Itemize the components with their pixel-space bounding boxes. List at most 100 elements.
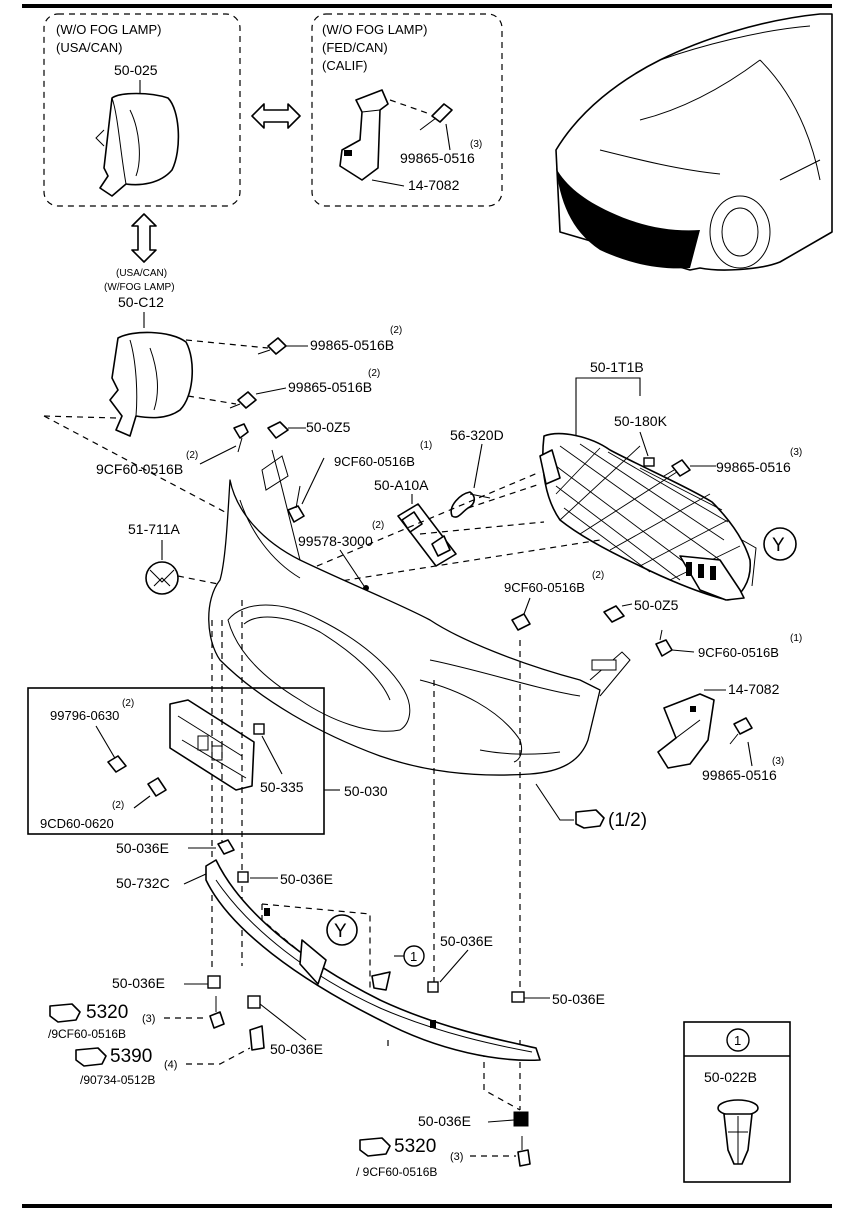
variant-box-fed-can-calif: (W/O FOG LAMP) (FED/CAN) (CALIF) (3) 998… <box>311 13 503 207</box>
clip-50-0z5-right <box>603 605 625 623</box>
bolt-99865-0516b-b <box>229 391 257 409</box>
variant-condition-1: (W/O FOG LAMP) <box>56 22 161 37</box>
part-label-56-320d: 56-320D <box>450 427 504 443</box>
part-label-9cf60-0516b-far: 9CF60-0516B <box>698 645 779 660</box>
fog-variant-condition-1: (USA/CAN) <box>116 268 167 279</box>
qty-label: (2) <box>368 368 380 379</box>
bottom-border <box>22 1204 832 1208</box>
interchange-arrow-horizontal <box>251 103 301 129</box>
part-label-50-036e-a: 50-036E <box>116 840 169 856</box>
nut-50-036e-f <box>247 995 261 1009</box>
variant-box-usa-can: (W/O FOG LAMP) (USA/CAN) 50-025 <box>43 13 241 207</box>
qty-label: (1) <box>420 440 432 451</box>
ref-5390-part: /90734-0512B <box>80 1073 155 1087</box>
part-label-50-036e-g: 50-036E <box>418 1113 471 1129</box>
part-label-99796-0630: 99796-0630 <box>50 708 119 723</box>
nut-50-036e-c <box>427 981 439 993</box>
bolt-9cd60-0620 <box>147 777 167 797</box>
bolt-99796-0630 <box>107 755 127 773</box>
part-label-9cf60-0516b-left: 9CF60-0516B <box>96 461 183 477</box>
nut-50-036e-a <box>217 839 235 855</box>
part-label-14-7082-right: 14-7082 <box>728 681 780 697</box>
bolt-99865-0516b-a <box>257 337 287 355</box>
y-marker-label-lower: Y <box>334 921 347 942</box>
part-label-99865-0516b-b: 99865-0516B <box>288 379 372 395</box>
ref-5320-a: 5320 <box>86 1002 128 1023</box>
fog-cover-blank-part <box>95 92 180 197</box>
part-label-50-0z5-top: 50-0Z5 <box>306 419 351 435</box>
page-reference: (1/2) <box>608 810 647 831</box>
part-label-50-036e-f: 50-036E <box>270 1041 323 1057</box>
part-label-50-732c: 50-732C <box>116 875 170 891</box>
screw-9cf60-0516b-mid <box>287 485 305 523</box>
part-label-99578-3000: 99578-3000 <box>298 533 373 549</box>
part-label-51-711a: 51-711A <box>128 521 181 537</box>
y-marker-circle-lower <box>326 914 358 946</box>
part-label-50-030: 50-030 <box>344 783 388 799</box>
fog-variant-condition-2: (W/FOG LAMP) <box>104 282 175 293</box>
part-label-9cf60-0516b-right: 9CF60-0516B <box>504 580 585 595</box>
part-label-50-036e-b: 50-036E <box>280 871 333 887</box>
screw-9cf60-0516b-left <box>233 423 249 453</box>
grille-part <box>539 432 757 601</box>
front-lip-spoiler-part <box>205 859 541 1062</box>
qty-label: (1) <box>790 633 802 644</box>
front-bumper-fascia <box>208 449 631 776</box>
vehicle-location-illustration <box>555 13 833 271</box>
variant-condition-2: (USA/CAN) <box>56 40 122 55</box>
part-label-50-180k: 50-180K <box>614 413 668 429</box>
bolt-99865-0516-top <box>419 103 453 131</box>
qty-label: (2) <box>112 800 124 811</box>
bolt-99865-0516-right <box>729 717 753 745</box>
nut-50-036e-d <box>207 975 221 989</box>
variant-condition-2: (FED/CAN) <box>322 40 388 55</box>
ref-5320-b: 5320 <box>394 1136 436 1157</box>
nut-50-036e-b <box>237 871 249 883</box>
qty-label: (3) <box>790 447 802 458</box>
part-label-50-a10a: 50-A10A <box>374 477 429 493</box>
part-label-50-335: 50-335 <box>260 779 304 795</box>
part-label-9cd60-0620: 9CD60-0620 <box>40 816 114 831</box>
ref-5320-a-part: /9CF60-0516B <box>48 1027 126 1041</box>
part-label-50-1t1b: 50-1T1B <box>590 359 644 375</box>
part-label-99865-0516-right: 99865-0516 <box>702 767 777 783</box>
part-label-99865-0516b-a: 99865-0516B <box>310 337 394 353</box>
ref-5320-b-part: / 9CF60-0516B <box>356 1165 437 1179</box>
variant-condition-3: (CALIF) <box>322 58 368 73</box>
part-label-9cf60-0516b-mid: 9CF60-0516B <box>334 454 415 469</box>
screw-9cf60-0516b-right <box>511 613 531 631</box>
part-label-50-036e-e: 50-036E <box>552 991 605 1007</box>
part-label-99865-0516-grille: 99865-0516 <box>716 459 791 475</box>
screw-5390 <box>249 1025 265 1051</box>
qty-label: (3) <box>772 756 784 767</box>
part-50-a10a <box>397 503 457 567</box>
fog-lamp-cover-part <box>109 331 194 437</box>
legend-number: 1 <box>734 1033 741 1048</box>
top-border <box>22 4 832 8</box>
nut-50-036e-e <box>511 991 525 1003</box>
hand-ref-icon-5320-a <box>49 1003 81 1023</box>
screw-5320-bottom <box>517 1136 531 1167</box>
y-marker-circle <box>763 527 797 561</box>
variant-condition-1: (W/O FOG LAMP) <box>322 22 427 37</box>
clip-50-335 <box>253 723 265 735</box>
bracket-14-7082-right <box>657 693 715 769</box>
page-ref-hand-icon <box>575 809 605 829</box>
qty-label: (3) <box>450 1151 463 1163</box>
part-label-99865-0516: 99865-0516 <box>400 150 475 166</box>
qty-label: (2) <box>592 570 604 581</box>
clip-50-0z5-top <box>267 421 289 439</box>
emblem-part <box>145 561 179 595</box>
qty-label: (2) <box>390 325 402 336</box>
qty-label: (2) <box>186 450 198 461</box>
interchange-arrow-vertical <box>131 213 157 263</box>
bracket-14-7082-top <box>339 89 389 181</box>
part-label-50-0z5-right: 50-0Z5 <box>634 597 679 613</box>
qty-label: (4) <box>164 1059 177 1071</box>
part-label-50-025: 50-025 <box>114 62 158 78</box>
part-label-50-036e-d: 50-036E <box>112 975 165 991</box>
bolt-99865-0516-grille <box>663 459 691 477</box>
hand-ref-icon-5320-b <box>359 1137 391 1157</box>
legend-part-label: 50-022B <box>704 1069 757 1085</box>
